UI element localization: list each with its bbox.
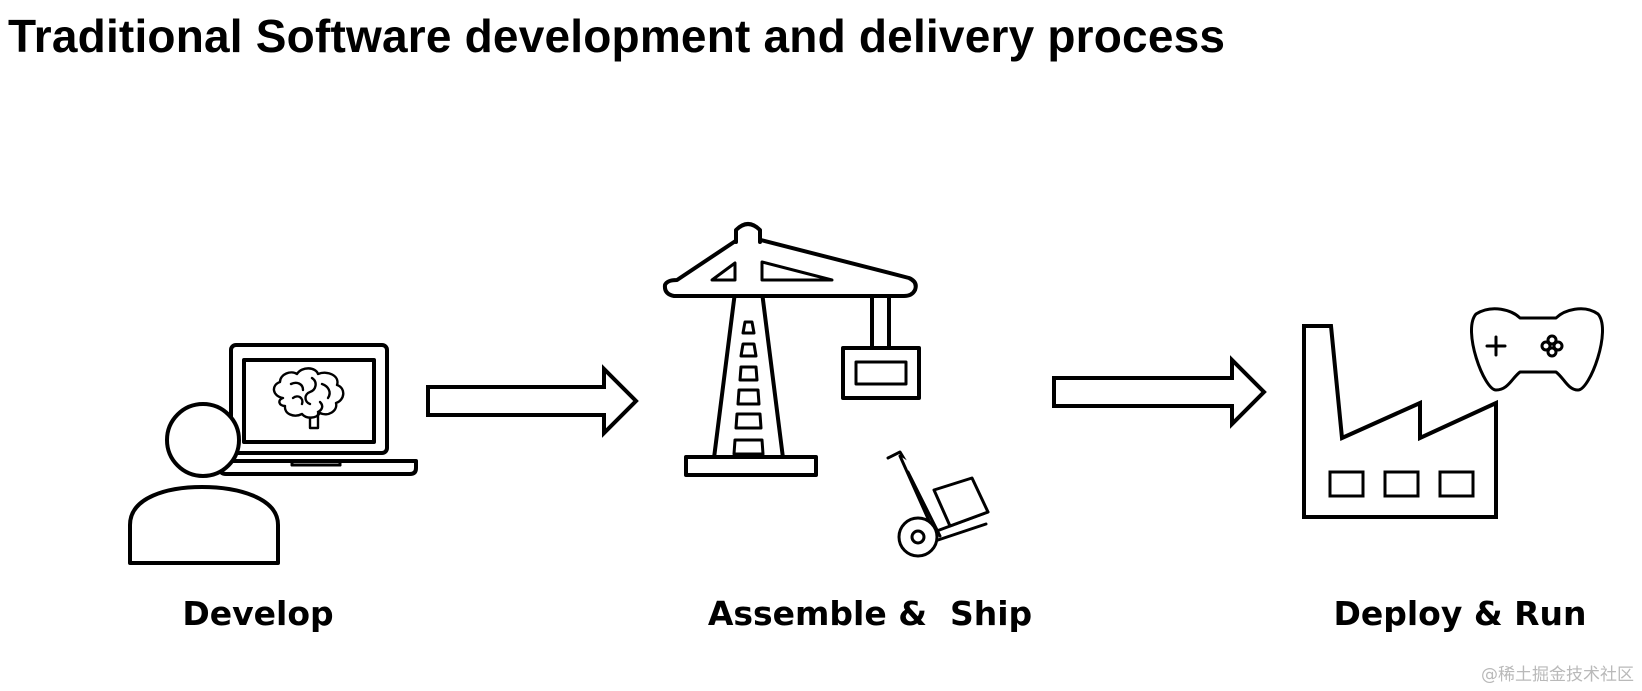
factory-window xyxy=(1438,470,1475,498)
stage-label-develop: Develop xyxy=(182,594,334,633)
person-body xyxy=(128,485,280,565)
laptop-base xyxy=(218,459,418,476)
tower-crane-icon xyxy=(662,222,921,477)
stage-label-assemble-ship: Assemble & Ship xyxy=(707,594,1033,633)
hand-truck-icon xyxy=(886,450,990,558)
page-title: Traditional Software development and del… xyxy=(8,10,1226,62)
factory-building xyxy=(1302,324,1498,519)
factory-window xyxy=(1328,470,1365,498)
right-arrow-icon xyxy=(426,364,639,438)
developer-at-laptop-icon xyxy=(128,343,418,565)
crane-base xyxy=(684,455,818,477)
watermark: @稀土掘金技术社区 xyxy=(1481,665,1634,685)
gamepad-icon xyxy=(1470,307,1604,392)
factory-window xyxy=(1383,470,1420,498)
stage-label-deploy-run: Deploy & Run xyxy=(1333,594,1587,633)
person-head xyxy=(165,402,241,478)
right-arrow-icon xyxy=(1052,355,1267,429)
factory-icon xyxy=(1302,324,1498,519)
brain-icon xyxy=(272,367,345,430)
laptop-screen xyxy=(242,358,376,444)
